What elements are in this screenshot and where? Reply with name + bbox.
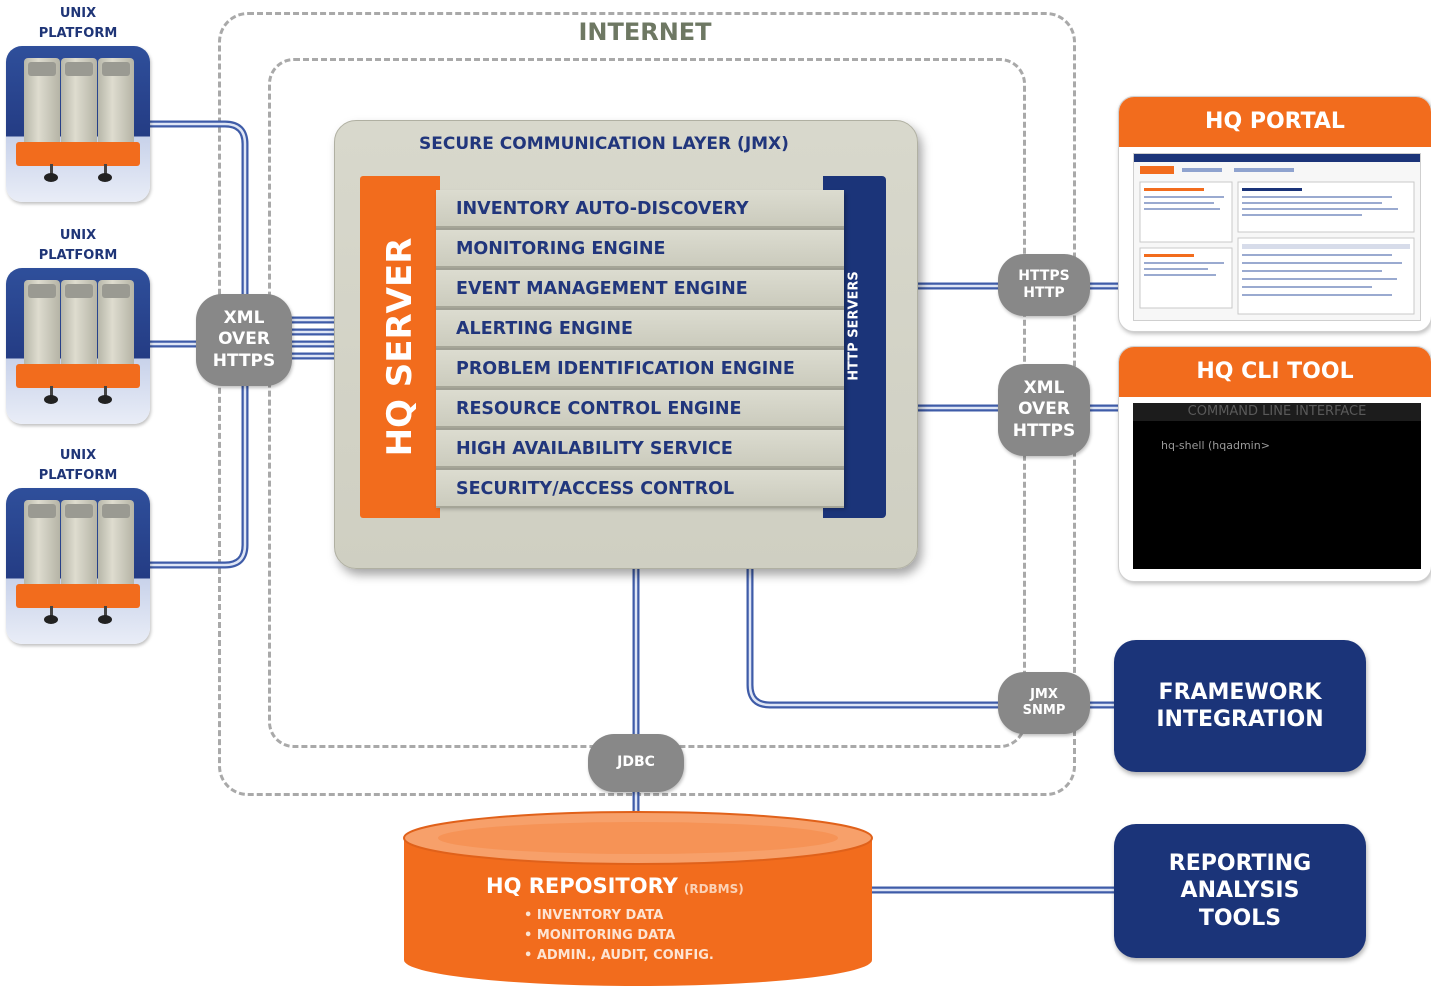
reporting-analysis-tools-box[interactable]: REPORTING ANALYSIS TOOLS: [1114, 824, 1366, 958]
xml-over-https-agent-pill: XML OVER HTTPS: [196, 294, 292, 386]
repository-subtitle: (RDBMS): [683, 882, 744, 896]
terminal-screen: COMMAND LINE INTERFACE hq-shell (hqadmin…: [1133, 403, 1421, 569]
unix-platform-3[interactable]: [6, 488, 150, 644]
repository-cylinder: [403, 811, 873, 986]
repository-item: • ADMIN., AUDIT, CONFIG.: [524, 948, 714, 963]
repository-title-text: HQ REPOSITORY: [486, 874, 678, 898]
internet-label: INTERNET: [578, 18, 712, 46]
jdbc-pill: JDBC: [588, 734, 684, 792]
secure-layer-title: SECURE COMMUNICATION LAYER (JMX): [419, 134, 789, 154]
engine-row: RESOURCE CONTROL ENGINE: [436, 390, 844, 428]
hq-server-label: HQ SERVER: [380, 237, 420, 457]
repository-item: • INVENTORY DATA: [524, 908, 664, 923]
portal-screenshot: [1133, 153, 1421, 321]
engine-row: EVENT MANAGEMENT ENGINE: [436, 270, 844, 308]
engine-row: HIGH AVAILABILITY SERVICE: [436, 430, 844, 468]
hq-cli-title: HQ CLI TOOL: [1119, 347, 1431, 397]
unix-platform-2[interactable]: [6, 268, 150, 424]
engine-row: PROBLEM IDENTIFICATION ENGINE: [436, 350, 844, 388]
xml-over-https-cli-pill: XML OVER HTTPS: [998, 364, 1090, 456]
hq-portal-window[interactable]: HQ PORTAL: [1118, 96, 1431, 332]
repository-title: HQ REPOSITORY (RDBMS): [486, 874, 744, 898]
terminal-header: COMMAND LINE INTERFACE: [1133, 403, 1421, 421]
engine-stack: INVENTORY AUTO-DISCOVERY MONITORING ENGI…: [436, 190, 844, 508]
engine-row: SECURITY/ACCESS CONTROL: [436, 470, 844, 508]
engine-row: INVENTORY AUTO-DISCOVERY: [436, 190, 844, 228]
platform-label-2: UNIX PLATFORM: [38, 228, 118, 263]
unix-platform-1[interactable]: [6, 46, 150, 202]
portal-thumbnail-icon: [1134, 154, 1420, 315]
framework-integration-box[interactable]: FRAMEWORK INTEGRATION: [1114, 640, 1366, 772]
platform-label-1: UNIX PLATFORM: [38, 6, 118, 41]
hq-cli-window[interactable]: HQ CLI TOOL COMMAND LINE INTERFACE hq-sh…: [1118, 346, 1431, 582]
hq-portal-title: HQ PORTAL: [1119, 97, 1431, 147]
repository-item: • MONITORING DATA: [524, 928, 676, 943]
jmx-snmp-pill: JMX SNMP: [998, 672, 1090, 734]
hq-server-bar: HQ SERVER: [360, 176, 440, 518]
https-http-pill: HTTPS HTTP: [998, 254, 1090, 316]
http-servers-label: HTTP SERVERS: [846, 271, 862, 381]
platform-label-3: UNIX PLATFORM: [38, 448, 118, 483]
engine-row: MONITORING ENGINE: [436, 230, 844, 268]
terminal-prompt: hq-shell (hqadmin>: [1161, 439, 1270, 452]
engine-row: ALERTING ENGINE: [436, 310, 844, 348]
